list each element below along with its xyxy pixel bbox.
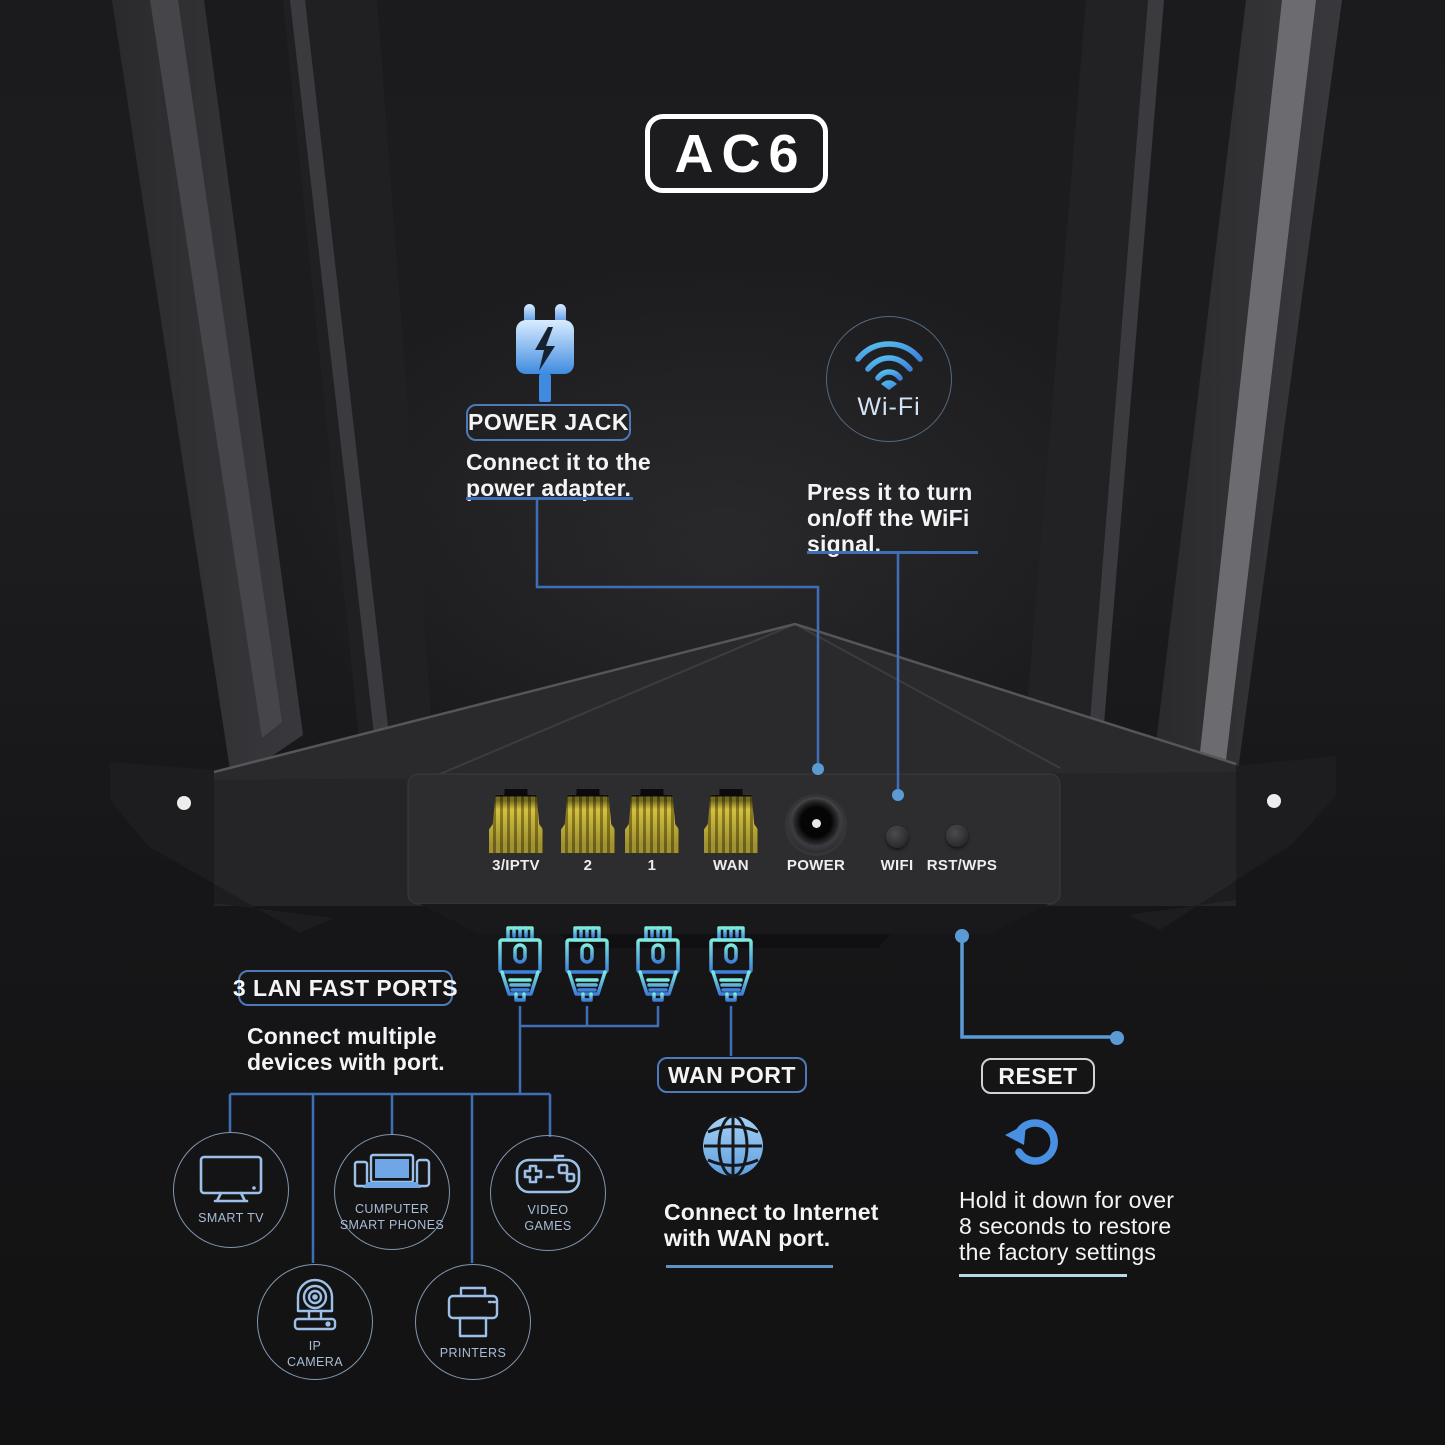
wifi-underline (807, 551, 978, 554)
wifi-circle: Wi-Fi (826, 316, 952, 442)
lan-port-2 (561, 789, 615, 853)
antenna-right-outer (1153, 0, 1342, 778)
ethernet-plug-icon (555, 926, 619, 1014)
lan-ports-tag-label: 3 LAN FAST PORTS (232, 974, 459, 1001)
lan-port-1 (625, 789, 679, 853)
left-hinge-screw (177, 796, 191, 810)
antenna-left-inner (283, 0, 432, 768)
wan-port-tag: WAN PORT (657, 1057, 807, 1093)
router-right-wing (1128, 756, 1336, 930)
reset-description: Hold it down for over 8 seconds to resto… (959, 1187, 1175, 1265)
port-label-rst-wps: RST/WPS (926, 857, 998, 874)
antenna-left-outer (112, 0, 303, 783)
wan-port-tag-label: WAN PORT (668, 1061, 796, 1088)
globe-icon (703, 1114, 763, 1178)
printer-icon (447, 1286, 499, 1338)
wifi-button (886, 826, 908, 848)
port-label-power: POWER (786, 857, 846, 874)
wifi-description: Press it to turn on/off the WiFi signal. (807, 479, 973, 557)
reset-tag: RESET (981, 1058, 1095, 1094)
lan-port-3-iptv (489, 789, 543, 853)
reset-connector-dot-top (955, 929, 969, 943)
reset-wps-button (946, 825, 968, 847)
power-jack-tag: POWER JACK (466, 404, 631, 441)
lan-description: Connect multiple devices with port. (247, 1023, 445, 1075)
port-label-wan: WAN (713, 857, 749, 874)
power-jack-tag-label: POWER JACK (468, 409, 629, 435)
port-label-wifi: WIFI (880, 857, 914, 874)
power-connector-dot (812, 763, 824, 775)
antenna-right-inner (1024, 0, 1164, 752)
wan-port (704, 789, 758, 853)
ethernet-plug-icon (488, 926, 552, 1014)
port-label-2: 2 (583, 857, 593, 874)
device-circle-video-games: VIDEO GAMES (490, 1135, 606, 1251)
device-circle-ip-camera: IP CAMERA (257, 1264, 373, 1380)
reset-connector (960, 936, 1114, 1039)
right-hinge-screw (1267, 794, 1281, 808)
wan-underline (666, 1265, 833, 1268)
ip-camera-icon (293, 1278, 337, 1330)
lan-bus-line (518, 1024, 659, 1094)
model-badge-label: AC6 (674, 123, 807, 184)
power-jack-port (788, 797, 844, 853)
lan-ports-tag: 3 LAN FAST PORTS (233, 970, 458, 1006)
ethernet-plug-icon-wan (699, 926, 763, 1014)
power-jack-connector (535, 499, 820, 765)
port-label-1: 1 (647, 857, 657, 874)
port-label-3-iptv: 3/IPTV (492, 857, 540, 874)
reset-arrow-icon (1005, 1119, 1058, 1165)
reset-underline (959, 1274, 1127, 1277)
wifi-connector-dot (892, 789, 904, 801)
device-circle-printers: PRINTERS (415, 1264, 531, 1380)
gamepad-icon (515, 1154, 581, 1193)
power-plug-icon (516, 304, 574, 402)
smart-tv-icon (199, 1155, 263, 1203)
computer-phones-icon (353, 1153, 431, 1188)
router-left-wing (110, 762, 334, 933)
wan-description: Connect to Internet with WAN port. (664, 1199, 879, 1251)
wifi-circle-label: Wi-Fi (857, 393, 921, 421)
power-jack-underline (466, 497, 633, 500)
power-jack-description: Connect it to the power adapter. (466, 449, 651, 501)
reset-connector-dot-end (1110, 1031, 1124, 1045)
wifi-signal-icon (855, 341, 923, 390)
model-badge: AC6 (645, 114, 828, 193)
ethernet-plug-icon (626, 926, 690, 1014)
device-circle-computer-phones: CUMPUTER SMART PHONES (334, 1134, 450, 1250)
reset-tag-label: RESET (998, 1062, 1078, 1089)
router-top (214, 624, 1236, 790)
device-circle-smart-tv: SMART TV (173, 1132, 289, 1248)
